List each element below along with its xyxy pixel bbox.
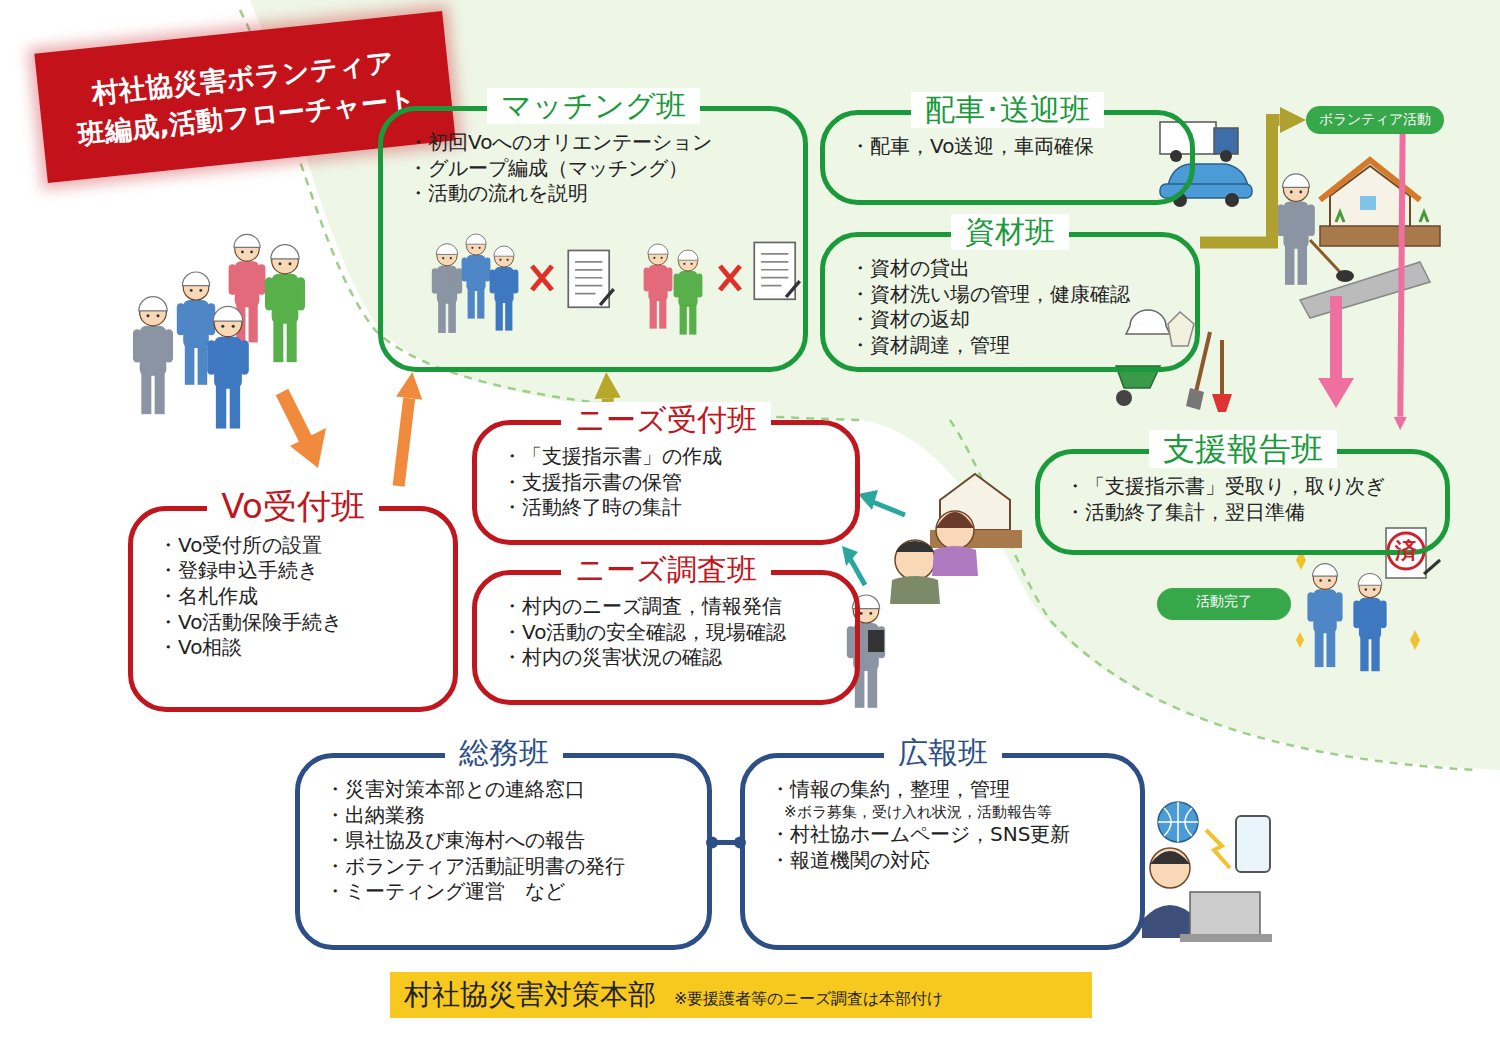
title: 村社協災害ボランティア 班編成,活動フローチャート [57,39,433,156]
box-body: ・災害対策本部との連絡窓口 ・出納業務 ・県社協及び東海村への報告 ・ボランティ… [295,777,712,905]
headquarters-band: 村社協災害対策本部 ※要援護者等のニーズ調査は本部付け [390,972,1092,1018]
box-body: ・初回Voへのオリエンテーション ・グループ編成（マッチング） ・活動の流れを説… [378,130,808,207]
status-pill: ボランティア活動 [1306,106,1444,134]
box-body: ・「支援指示書」の作成 ・支援指示書の保管 ・活動終了時の集計 [472,444,860,521]
team-box: 広報班・情報の集約，整理，管理※ボラ募集，受け入れ状況，活動報告等・村社協ホーム… [740,735,1145,950]
matching-illustration [432,234,800,335]
band-note: ※要援護者等のニーズ調査は本部付け [674,989,943,1010]
tools [1116,310,1232,412]
box-body: ・情報の集約，整理，管理 [740,777,1145,803]
team-box: ニーズ受付班・「支援指示書」の作成 ・支援指示書の保管 ・活動終了時の集計 [472,402,860,545]
team-box: 総務班・災害対策本部との連絡窓口 ・出納業務 ・県社協及び東海村への報告 ・ボラ… [295,735,712,950]
box-heading: Vo受付班 [207,486,378,527]
flow-arrow [1200,120,1280,243]
box-body: ・配車，Vo送迎，車両確保 [820,134,1195,160]
box-heading: ニーズ調査班 [561,552,771,588]
flow-arrow [1400,134,1402,417]
box-body: ・村内のニーズ調査，情報発信 ・Vo活動の安全確認，現場確認 ・村内の災害状況の… [472,594,860,671]
pill-text: 活動完了 [1196,593,1252,609]
residents [890,474,1022,604]
survey-worker [847,595,885,708]
pill-text: ボランティア活動 [1319,111,1431,127]
stamp-label: 済 [1395,540,1417,562]
volunteer-work-scene [1277,160,1440,318]
box-note: ※ボラ募集，受け入れ状況，活動報告等 [740,803,1145,823]
team-box: 支援報告班・「支援指示書」受取り，取り次ぎ ・活動終了集計，翌日準備 [1035,430,1450,555]
completed-pair [1296,528,1440,671]
flow-arrow [399,398,410,486]
pc-worker [1142,802,1272,942]
team-box: Vo受付班・Vo受付所の設置 ・登録申込手続き ・名札作成 ・Vo活動保険手続き… [128,486,458,712]
box-heading: 広報班 [884,735,1002,771]
box-body: ・Vo受付所の設置 ・登録申込手続き ・名札作成 ・Vo活動保険手続き ・Vo相… [128,533,458,661]
status-pill: 活動完了 [1157,588,1291,620]
vehicles [1160,122,1252,207]
box-body: ・資材の貸出 ・資材洗い場の管理，健康確認 ・資材の返却 ・資材調達，管理 [820,256,1200,358]
down-arrow [282,392,326,468]
box-heading: 配車･送迎班 [911,92,1104,128]
team-box: マッチング班・初回Voへのオリエンテーション ・グループ編成（マッチング） ・活… [378,88,808,372]
box-heading: ニーズ受付班 [561,402,771,438]
box-heading: 資材班 [951,214,1069,250]
box-heading: 総務班 [445,735,563,771]
team-box: ニーズ調査班・村内のニーズ調査，情報発信 ・Vo活動の安全確認，現場確認 ・村内… [472,552,860,705]
box-body: ・村社協ホームページ，SNS更新 ・報道機関の対応 [740,822,1145,873]
team-box: 資材班・資材の貸出 ・資材洗い場の管理，健康確認 ・資材の返却 ・資材調達，管理 [820,214,1200,372]
team-box: 配車･送迎班・配車，Vo送迎，車両確保 [820,92,1195,205]
box-body: ・「支援指示書」受取り，取り次ぎ ・活動終了集計，翌日準備 [1035,474,1450,525]
band-title: 村社協災害対策本部 [404,976,656,1014]
pink-arrow [1318,296,1354,408]
teal-arrows [842,490,905,585]
box-heading: マッチング班 [487,88,700,124]
box-heading: 支援報告班 [1149,430,1337,468]
